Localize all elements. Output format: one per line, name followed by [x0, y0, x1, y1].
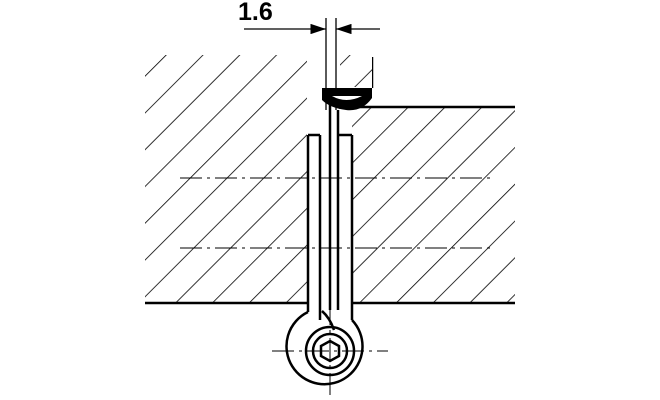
hex-socket-icon: [319, 339, 341, 363]
left-frame-section: [145, 55, 307, 305]
hinge-knuckle: [285, 310, 364, 386]
hinge-leaves: [306, 100, 354, 320]
dimension-label: 1.6: [238, 0, 273, 26]
